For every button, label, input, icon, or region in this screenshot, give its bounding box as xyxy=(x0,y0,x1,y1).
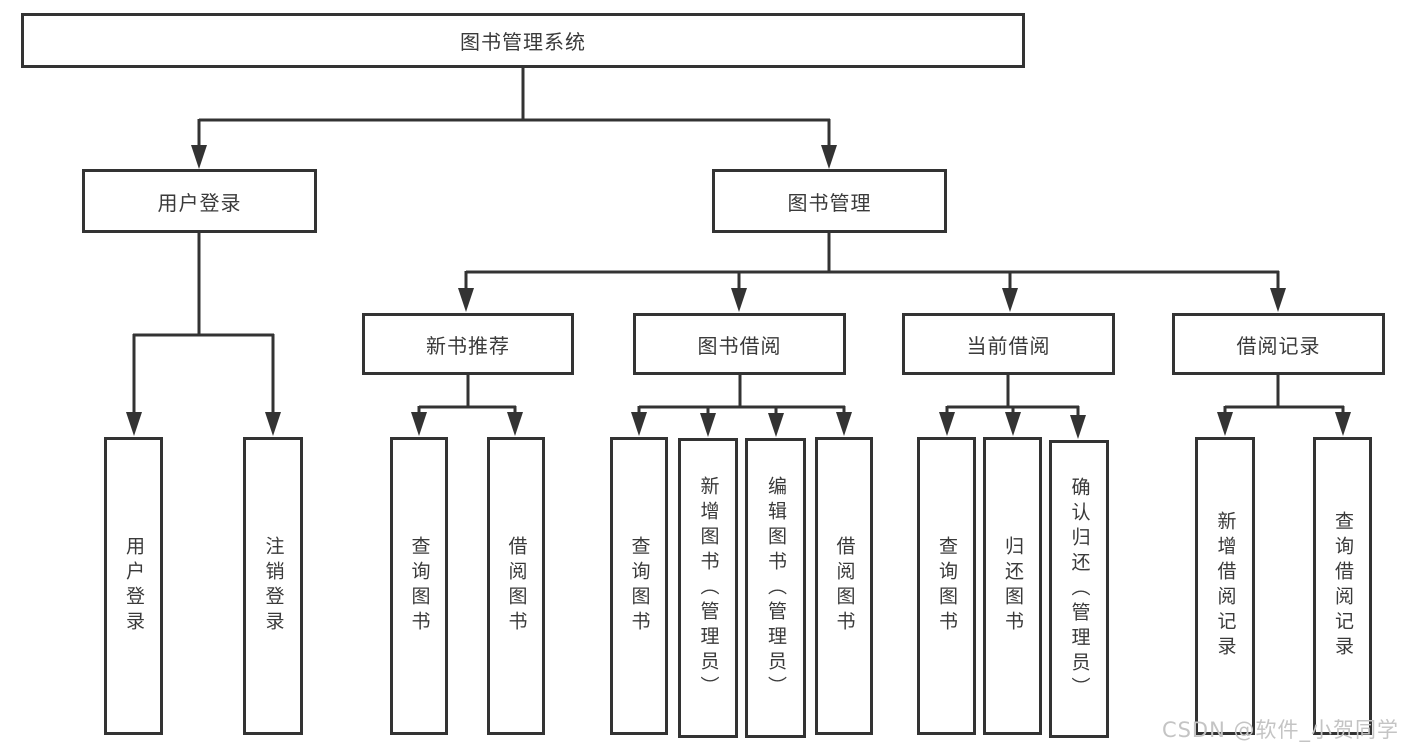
leaf-confirm-return-admin: 确认归还（管理员） xyxy=(1049,440,1109,738)
csdn-watermark: CSDN @软件_小贺同学 xyxy=(1161,718,1399,742)
leaf-query-book-borrow: 查询图书 xyxy=(610,437,668,735)
node-borrow-record-label: 借阅记录 xyxy=(1236,333,1321,358)
leaf-return-book: 归还图书 xyxy=(983,437,1042,735)
leaf-add-book-admin-label: 新增图书（管理员） xyxy=(697,475,720,701)
leaf-borrow-book-label: 借阅图书 xyxy=(833,536,856,636)
leaf-edit-book-admin-label: 编辑图书（管理员） xyxy=(765,475,787,701)
node-book-borrow-label: 图书借阅 xyxy=(697,333,782,358)
node-root-label: 图书管理系统 xyxy=(460,30,586,54)
node-user-login: 用户登录 xyxy=(82,169,317,233)
leaf-user-login: 用户登录 xyxy=(104,437,163,735)
node-new-book-recommend-label: 新书推荐 xyxy=(426,333,510,358)
node-borrow-record: 借阅记录 xyxy=(1172,313,1385,375)
leaf-query-borrow-record: 查询借阅记录 xyxy=(1313,437,1372,735)
leaf-add-borrow-record-label: 新增借阅记录 xyxy=(1214,511,1237,661)
node-book-management-label: 图书管理 xyxy=(787,190,872,215)
node-book-management: 图书管理 xyxy=(712,169,947,233)
leaf-confirm-return-admin-label: 确认归还（管理员） xyxy=(1068,476,1091,702)
leaf-add-book-admin: 新增图书（管理员） xyxy=(678,438,738,738)
leaf-logout-login: 注销登录 xyxy=(243,437,303,735)
node-current-borrow-label: 当前借阅 xyxy=(966,333,1051,358)
node-new-book-recommend: 新书推荐 xyxy=(362,313,574,375)
leaf-query-borrow-record-label: 查询借阅记录 xyxy=(1332,511,1354,661)
leaf-query-book-current-label: 查询图书 xyxy=(936,536,958,636)
node-root: 图书管理系统 xyxy=(21,13,1025,68)
leaf-add-borrow-record: 新增借阅记录 xyxy=(1195,437,1255,735)
leaf-query-book-borrow-label: 查询图书 xyxy=(628,536,651,636)
leaf-edit-book-admin: 编辑图书（管理员） xyxy=(745,438,806,738)
node-user-login-label: 用户登录 xyxy=(157,190,242,215)
leaf-return-book-label: 归还图书 xyxy=(1002,536,1024,636)
leaf-query-book-recommend: 查询图书 xyxy=(390,437,448,735)
leaf-borrow-book: 借阅图书 xyxy=(815,437,873,735)
leaf-borrow-book-recommend: 借阅图书 xyxy=(487,437,545,735)
node-book-borrow: 图书借阅 xyxy=(633,313,846,375)
leaf-query-book-current: 查询图书 xyxy=(917,437,976,735)
node-current-borrow: 当前借阅 xyxy=(902,313,1115,375)
leaf-query-book-recommend-label: 查询图书 xyxy=(408,536,431,636)
leaf-borrow-book-recommend-label: 借阅图书 xyxy=(505,536,528,636)
leaf-user-login-label: 用户登录 xyxy=(123,536,145,636)
leaf-logout-login-label: 注销登录 xyxy=(262,536,285,636)
